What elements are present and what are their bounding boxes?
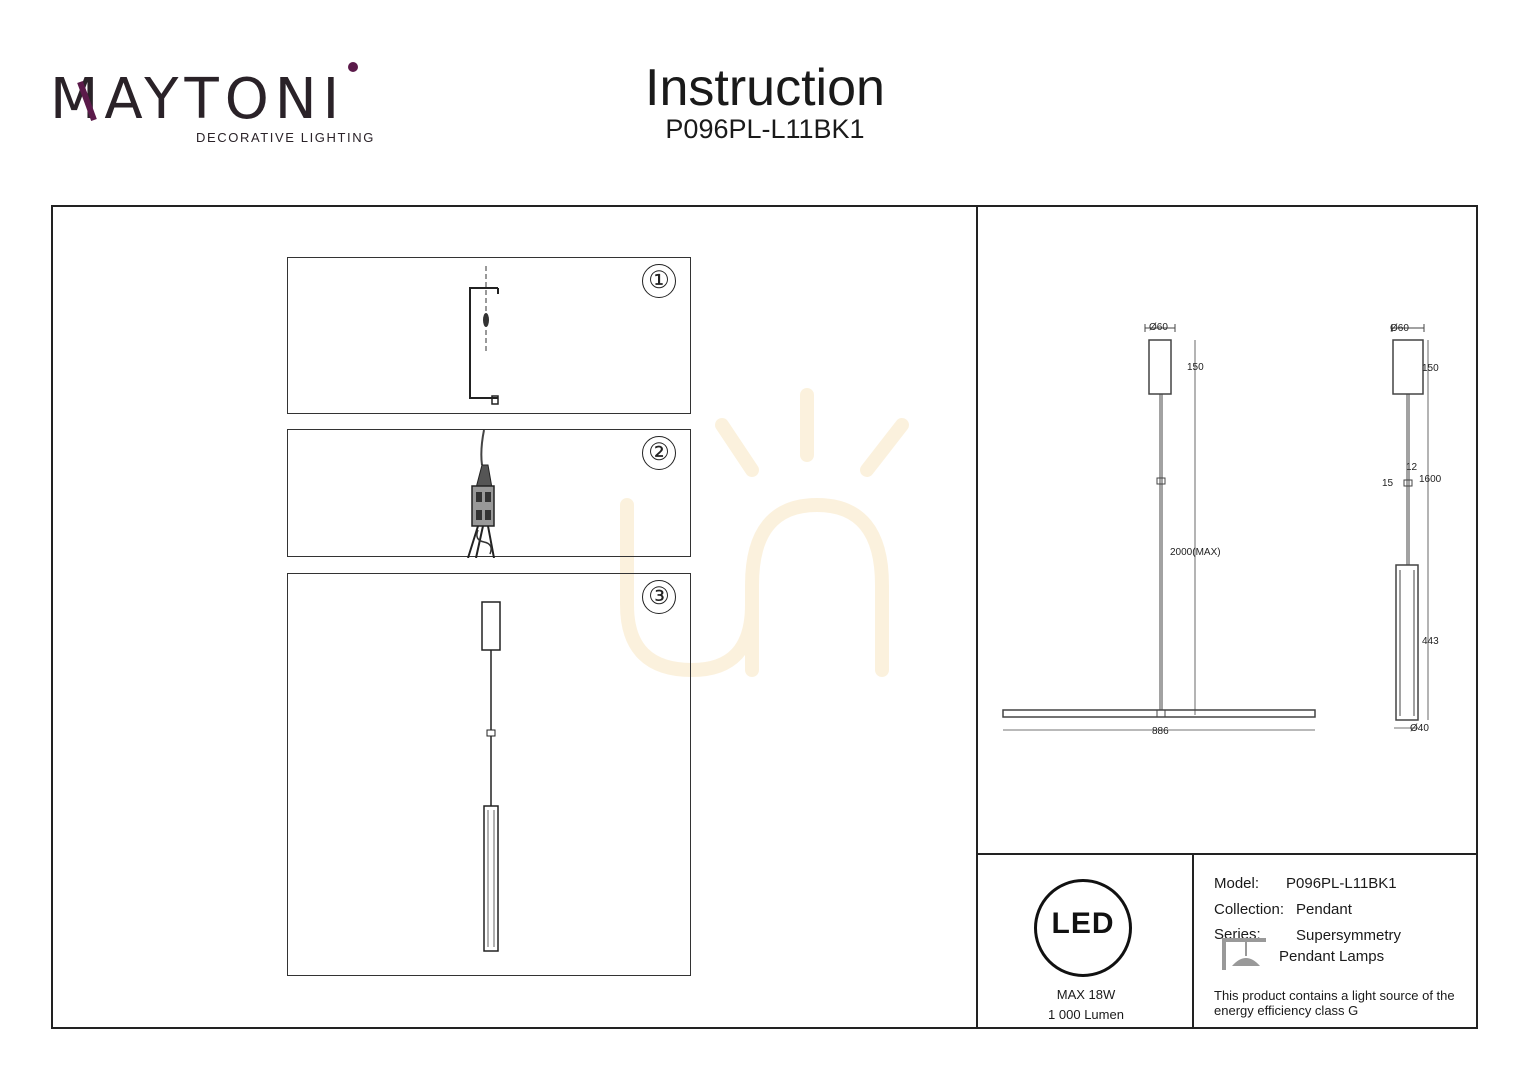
- wire-connector-drawing: [467, 430, 495, 558]
- side-view-drawing: [1391, 324, 1429, 729]
- energy-class-note: This product contains a light source of …: [1214, 988, 1455, 1018]
- page-model-number: P096PL-L11BK1: [665, 114, 865, 144]
- step-3-panel: ③: [287, 573, 691, 976]
- step-3-number: ③: [642, 580, 676, 614]
- side-joint-a: 12: [1406, 462, 1418, 473]
- spec-category: Pendant Lamps: [1279, 948, 1385, 965]
- front-diameter-top: Ø60: [1149, 322, 1168, 333]
- led-badge: [1034, 879, 1132, 977]
- side-diameter-top: Ø60: [1390, 323, 1409, 334]
- side-body-length: 443: [1422, 636, 1439, 647]
- brand-tagline: DECORATIVE LIGHTING: [196, 130, 375, 145]
- spec-model-value: P096PL-L11BK1: [1286, 875, 1397, 892]
- lightbulb-watermark-icon: [620, 388, 909, 678]
- front-view-drawing: [1002, 324, 1316, 731]
- spec-collection-value: Pendant: [1296, 901, 1352, 918]
- led-lumen: 1 000 Lumen: [1048, 1007, 1124, 1022]
- step-2-panel: ②: [287, 429, 691, 558]
- brand-wordmark: MAYTONI: [50, 72, 345, 128]
- step-1-panel: ①: [287, 257, 691, 414]
- spec-series-value: Supersymmetry: [1296, 927, 1402, 944]
- front-width: 886: [1152, 726, 1169, 737]
- side-cable-length: 1600: [1419, 474, 1442, 485]
- brand-logo-m-accent: [77, 80, 97, 122]
- front-canopy-height: 150: [1187, 362, 1204, 373]
- brand-letter-i: I: [322, 67, 346, 132]
- side-diameter-bottom: Ø40: [1410, 723, 1429, 734]
- brand-letters-middle: AYTON: [104, 67, 323, 132]
- frame-divider-horizontal: [977, 853, 1477, 855]
- spec-collection-label: Collection:: [1214, 901, 1285, 918]
- pendant-lamp-icon: [1222, 938, 1266, 970]
- front-total-height: 2000(MAX): [1170, 547, 1221, 558]
- led-badge-label: LED: [1051, 907, 1115, 940]
- assembled-lamp-drawing: [481, 601, 501, 952]
- ceiling-bracket-drawing: [469, 266, 499, 405]
- brand-logo-dot: [348, 62, 358, 72]
- step-1-number: ①: [642, 264, 676, 298]
- frame-divider-vertical: [976, 206, 978, 1028]
- led-power: MAX 18W: [1056, 987, 1116, 1002]
- side-joint-b: 15: [1382, 478, 1394, 489]
- frame-divider-info: [1192, 854, 1194, 1028]
- spec-model-label: Model:: [1214, 875, 1260, 892]
- brand-logo: MAYTONI DECORATIVE LIGHTING: [50, 60, 373, 150]
- step-2-number: ②: [642, 436, 676, 470]
- instruction-frame: [51, 205, 1478, 1029]
- page-title: Instruction: [645, 59, 885, 117]
- side-canopy-height: 150: [1422, 363, 1439, 374]
